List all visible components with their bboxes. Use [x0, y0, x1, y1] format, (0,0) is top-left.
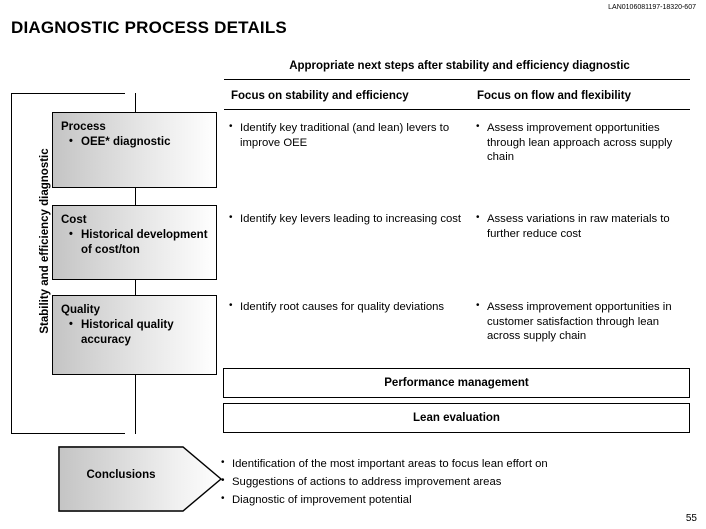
bar-lean-evaluation[interactable]: Lean evaluation: [223, 403, 690, 433]
list-item: Identification of the most important are…: [221, 454, 691, 473]
list-item: Identify key traditional (and lean) leve…: [229, 120, 464, 150]
conclusions-bullet-list: Identification of the most important are…: [221, 454, 691, 509]
page-title: DIAGNOSTIC PROCESS DETAILS: [11, 18, 287, 37]
document-code: LAN0106081197-18320-607: [608, 4, 696, 11]
diagnostic-frame-bottom-edge: [11, 433, 125, 434]
row-1-flow-flexibility: Assess improvement opportunities through…: [476, 120, 694, 165]
row-1-stability-efficiency: Identify key traditional (and lean) leve…: [229, 120, 464, 150]
category-box-process[interactable]: Process OEE* diagnostic: [52, 112, 217, 188]
connector-quality-to-frame: [135, 375, 136, 434]
heading-divider-top: [224, 79, 690, 80]
column-header-stability-efficiency: Focus on stability and efficiency: [231, 90, 409, 102]
bar-label: Lean evaluation: [413, 412, 500, 424]
conclusions-label: Conclusions: [86, 469, 156, 481]
category-title-quality: Quality: [61, 304, 100, 316]
list-item: Assess improvement opportunities through…: [476, 120, 694, 165]
category-bullet: Historical development of cost/ton: [61, 227, 210, 258]
category-bullet: OEE* diagnostic: [61, 134, 210, 150]
column-header-flow-flexibility: Focus on flow and flexibility: [477, 90, 631, 102]
vertical-axis-label: Stability and efficiency diagnostic: [39, 148, 51, 334]
list-item: Suggestions of actions to address improv…: [221, 472, 691, 491]
bar-label: Performance management: [384, 377, 529, 389]
diagnostic-frame-top-edge: [11, 93, 125, 94]
table-super-heading: Appropriate next steps after stability a…: [289, 60, 630, 72]
bar-performance-management[interactable]: Performance management: [223, 368, 690, 398]
category-bullet: Historical quality accuracy: [61, 317, 210, 348]
page-number: 55: [685, 513, 697, 524]
category-box-quality[interactable]: Quality Historical quality accuracy: [52, 295, 217, 375]
heading-divider-bottom: [224, 109, 690, 110]
list-item: Identify root causes for quality deviati…: [229, 299, 464, 315]
list-item: Diagnostic of improvement potential: [221, 490, 691, 509]
row-2-flow-flexibility: Assess variations in raw materials to fu…: [476, 211, 694, 241]
list-item: Assess variations in raw materials to fu…: [476, 211, 694, 241]
category-bullets-cost: Historical development of cost/ton: [61, 227, 210, 258]
connector-frame-to-process: [135, 93, 136, 112]
list-item: Identify key levers leading to increasin…: [229, 211, 464, 227]
connector-cost-to-quality: [135, 280, 136, 295]
category-bullets-process: OEE* diagnostic: [61, 134, 210, 150]
category-title-cost: Cost: [61, 214, 87, 226]
row-2-stability-efficiency: Identify key levers leading to increasin…: [229, 211, 464, 227]
list-item: Assess improvement opportunities in cust…: [476, 299, 694, 344]
category-box-cost[interactable]: Cost Historical development of cost/ton: [52, 205, 217, 280]
row-3-stability-efficiency: Identify root causes for quality deviati…: [229, 299, 464, 315]
connector-process-to-cost: [135, 188, 136, 205]
category-title-process: Process: [61, 121, 106, 133]
row-3-flow-flexibility: Assess improvement opportunities in cust…: [476, 299, 694, 344]
category-bullets-quality: Historical quality accuracy: [61, 317, 210, 348]
